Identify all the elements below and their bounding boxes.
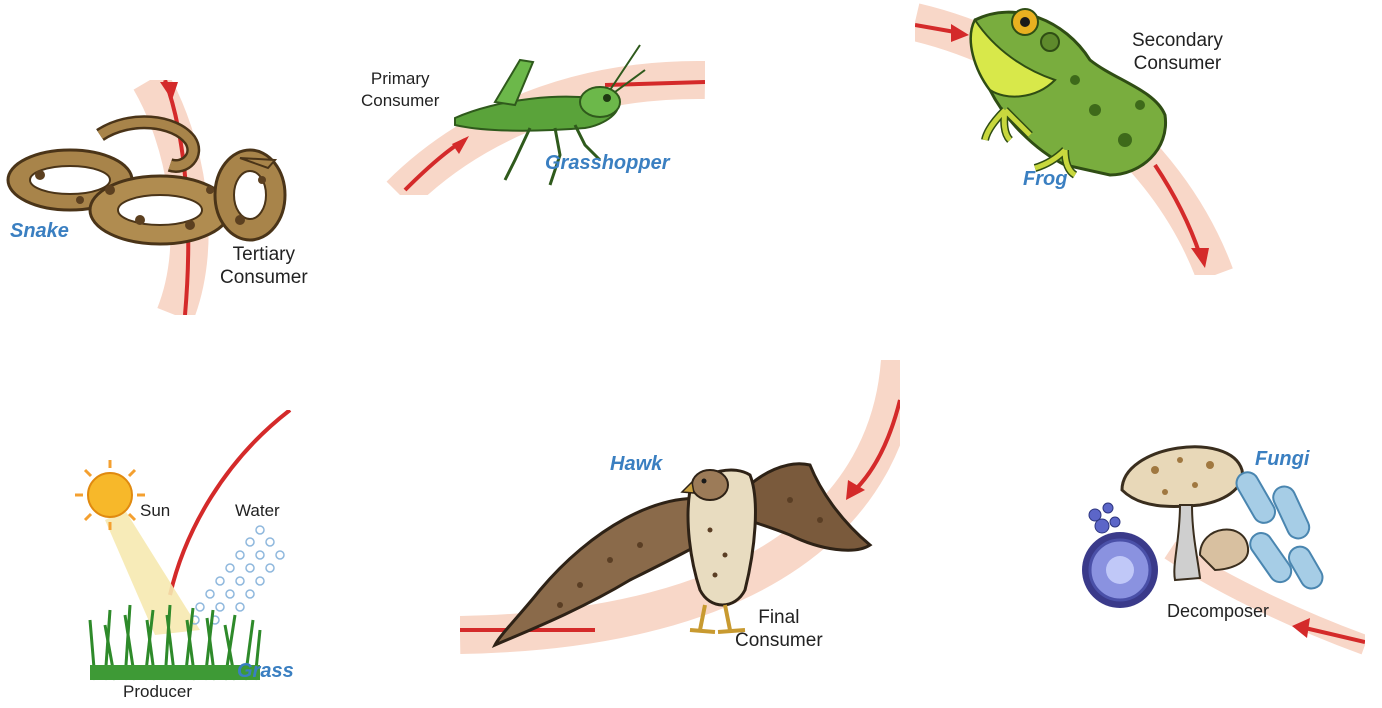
grass-role: Producer — [123, 680, 192, 703]
frog-role: Secondary Consumer — [1132, 29, 1223, 75]
snake-role-line2: Consumer — [220, 266, 308, 289]
grass-name: Grass — [237, 660, 294, 683]
spore-ball-icon — [1082, 532, 1158, 608]
hawk-role: Final Consumer — [735, 606, 823, 652]
snake-panel: Snake Tertiary Consumer — [0, 80, 330, 315]
frog-name: Frog — [1023, 168, 1067, 191]
frog-panel: Secondary Consumer Frog — [915, 0, 1250, 275]
hawk-panel-graphic — [460, 360, 900, 660]
grass-panel: Sun Water Grass Producer — [75, 410, 310, 705]
spore-icons — [1089, 503, 1120, 533]
fungi-role: Decomposer — [1167, 600, 1269, 623]
water-icon — [191, 526, 284, 624]
bacteria-icon — [1232, 468, 1326, 592]
hawk-name: Hawk — [610, 453, 662, 476]
hawk-role-line1: Final — [735, 606, 823, 629]
frog-role-line2: Consumer — [1132, 52, 1223, 75]
grasshopper-role-line2: Consumer — [361, 90, 439, 112]
grasshopper-role: Primary Consumer — [361, 68, 439, 112]
fungi-name: Fungi — [1255, 448, 1309, 471]
sun-label: Sun — [140, 499, 170, 522]
hawk-panel: Hawk Final Consumer — [460, 360, 900, 660]
frog-role-line1: Secondary — [1132, 29, 1223, 52]
snake-role-line1: Tertiary — [220, 243, 308, 266]
grasshopper-name: Grasshopper — [545, 152, 669, 175]
hawk-role-line2: Consumer — [735, 629, 823, 652]
water-label: Water — [235, 499, 280, 522]
fungi-panel: Fungi Decomposer — [1080, 430, 1365, 655]
grasshopper-panel: Primary Consumer Grasshopper — [355, 40, 705, 195]
snake-name: Snake — [10, 220, 69, 243]
grasshopper-role-line1: Primary — [361, 68, 439, 90]
cycle-band — [460, 360, 900, 635]
snake-role: Tertiary Consumer — [220, 243, 308, 289]
